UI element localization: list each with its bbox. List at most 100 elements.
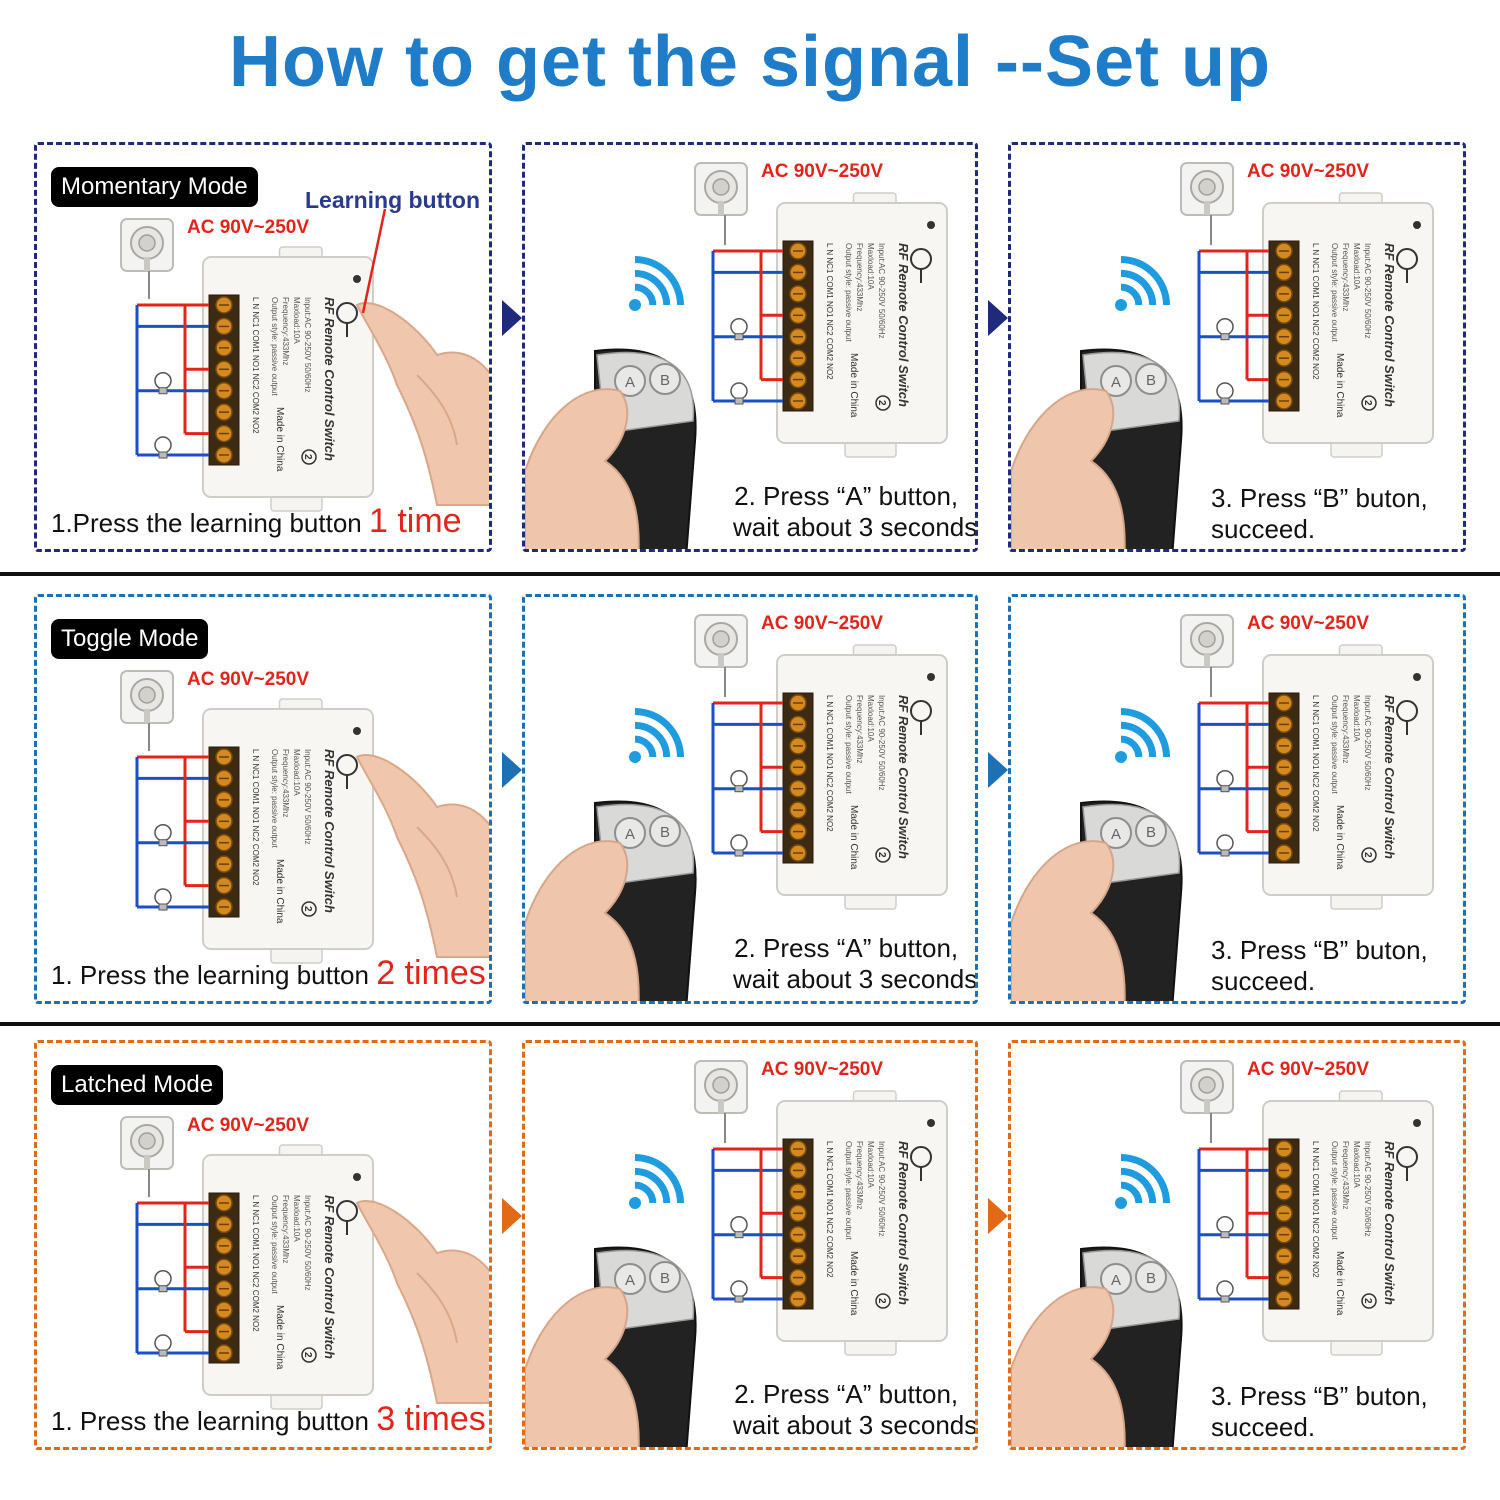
- step-1-caption: 1. Press the learning button 2 times: [51, 954, 486, 993]
- spec-label: Frequency:433Mhz: [281, 749, 290, 817]
- product-label: RF Remote Control Switch: [896, 1141, 911, 1305]
- step-3-caption: 3. Press “B” buton,succeed.: [1211, 935, 1428, 997]
- spec-label: Input:AC 90-250V 50/60Hz: [1363, 1141, 1372, 1237]
- terminal-labels: L N NC1 COM1 NO1 NC2 COM2 NO2: [825, 695, 834, 832]
- spec-label: Output style: passive output: [270, 297, 279, 397]
- step-2-caption: 2. Press “A” button,wait about 3 seconds: [715, 933, 978, 995]
- svg-text:2: 2: [1362, 1298, 1373, 1304]
- origin-label: Made in China: [274, 859, 285, 924]
- light-bulb-icon: [154, 1334, 172, 1357]
- light-bulb-icon: [154, 823, 172, 847]
- pointing-hand: [355, 302, 489, 506]
- product-label: RF Remote Control Switch: [1382, 695, 1397, 859]
- step-2-caption: 2. Press “A” button,wait about 3 seconds: [715, 481, 975, 543]
- channel-badge: 2: [301, 449, 317, 465]
- terminal-labels: L N NC1 COM1 NO1 NC2 COM2 NO2: [251, 297, 260, 434]
- step-3-caption: 3. Press “B” buton,succeed.: [1211, 1381, 1428, 1443]
- light-bulb-icon: [154, 371, 172, 395]
- wireless-signal-icon: [1115, 1153, 1171, 1209]
- product-label: RF Remote Control Switch: [322, 749, 337, 913]
- svg-text:B: B: [660, 372, 670, 389]
- next-step-arrow-icon: [502, 752, 522, 788]
- holding-hand: [1011, 1286, 1126, 1447]
- step-1-count: 2 times: [376, 954, 486, 992]
- light-bulb-icon: [1216, 1280, 1234, 1303]
- terminal-block: [208, 1192, 240, 1364]
- product-label: RF Remote Control Switch: [322, 297, 337, 461]
- remote-button-b: B: [1135, 363, 1167, 395]
- wall-outlet-icon: [694, 162, 748, 216]
- spec-label: Frequency:433Mhz: [281, 1195, 290, 1263]
- remote-button-b: B: [1135, 1261, 1167, 1293]
- wiring: [135, 271, 209, 457]
- step-1-text: 1. Press the learning button: [51, 1406, 377, 1436]
- channel-badge: 2: [301, 1347, 317, 1363]
- spec-label: Input:AC 90-250V 50/60Hz: [877, 695, 886, 791]
- step-illustration: RF Remote Control Switch Input:AC 90-250V…: [120, 670, 489, 964]
- svg-text:B: B: [660, 1270, 670, 1287]
- next-step-arrow-icon: [502, 300, 522, 336]
- origin-label: Made in China: [1334, 1251, 1345, 1316]
- svg-text:A: A: [1111, 374, 1121, 391]
- light-bulb-icon: [730, 1280, 748, 1303]
- step-3-line-2: succeed.: [1211, 1412, 1316, 1442]
- voltage-label: AC 90V~250V: [1247, 161, 1369, 182]
- wireless-signal-icon: [629, 1153, 685, 1209]
- spec-label: Frequency:433Mhz: [855, 1141, 864, 1209]
- step-1-panel: RF Remote Control Switch Input:AC 90-250V…: [34, 594, 492, 1004]
- wiring: [711, 667, 783, 855]
- spec-label: Maxload:10A: [1352, 695, 1361, 742]
- spec-label: Frequency:433Mhz: [855, 695, 864, 763]
- mode-badge: Latched Mode: [51, 1065, 224, 1105]
- light-bulb-icon: [154, 1269, 172, 1293]
- mode-row: RF Remote Control Switch Input:AC 90-250V…: [0, 1040, 1500, 1460]
- svg-text:A: A: [1111, 826, 1121, 843]
- origin-label: Made in China: [1334, 805, 1345, 870]
- next-step-arrow-icon: [988, 1198, 1008, 1234]
- step-2-line-2: wait about 3 seconds: [733, 964, 978, 994]
- spec-label: Maxload:10A: [866, 695, 875, 742]
- light-bulb-icon: [1216, 769, 1234, 793]
- page-title: How to get the signal --Set up: [229, 22, 1271, 102]
- spec-label: Output style: passive output: [1330, 695, 1339, 795]
- terminal-block: [782, 1138, 814, 1310]
- voltage-label: AC 90V~250V: [1247, 613, 1369, 634]
- spec-label: Frequency:433Mhz: [1341, 243, 1350, 311]
- step-3-caption: 3. Press “B” buton,succeed.: [1211, 483, 1428, 545]
- terminal-block: [208, 746, 240, 918]
- svg-text:A: A: [625, 374, 635, 391]
- spec-label: Maxload:10A: [292, 297, 301, 344]
- spec-label: Maxload:10A: [866, 243, 875, 290]
- terminal-labels: L N NC1 COM1 NO1 NC2 COM2 NO2: [825, 243, 834, 380]
- svg-text:B: B: [1146, 824, 1156, 841]
- terminal-labels: L N NC1 COM1 NO1 NC2 COM2 NO2: [825, 1141, 834, 1278]
- product-label: RF Remote Control Switch: [896, 243, 911, 407]
- step-2-line-1: 2. Press “A” button,: [734, 933, 959, 963]
- spec-label: Input:AC 90-250V 50/60Hz: [303, 749, 312, 845]
- learning-button: [336, 302, 358, 337]
- learning-button: [336, 754, 358, 789]
- wall-outlet-icon: [1180, 614, 1234, 668]
- rf-relay-module: RF Remote Control Switch Input:AC 90-250V…: [202, 698, 374, 964]
- wiring: [135, 723, 209, 909]
- light-bulb-icon: [1216, 1215, 1234, 1239]
- terminal-block: [1268, 240, 1300, 412]
- learning-button-label: Learning button: [305, 187, 481, 213]
- spec-label: Maxload:10A: [292, 749, 301, 796]
- light-bulb-icon: [1216, 382, 1234, 405]
- learning-button: [1396, 248, 1418, 283]
- svg-text:2: 2: [876, 400, 887, 406]
- svg-text:2: 2: [302, 454, 313, 460]
- spec-label: Maxload:10A: [866, 1141, 875, 1188]
